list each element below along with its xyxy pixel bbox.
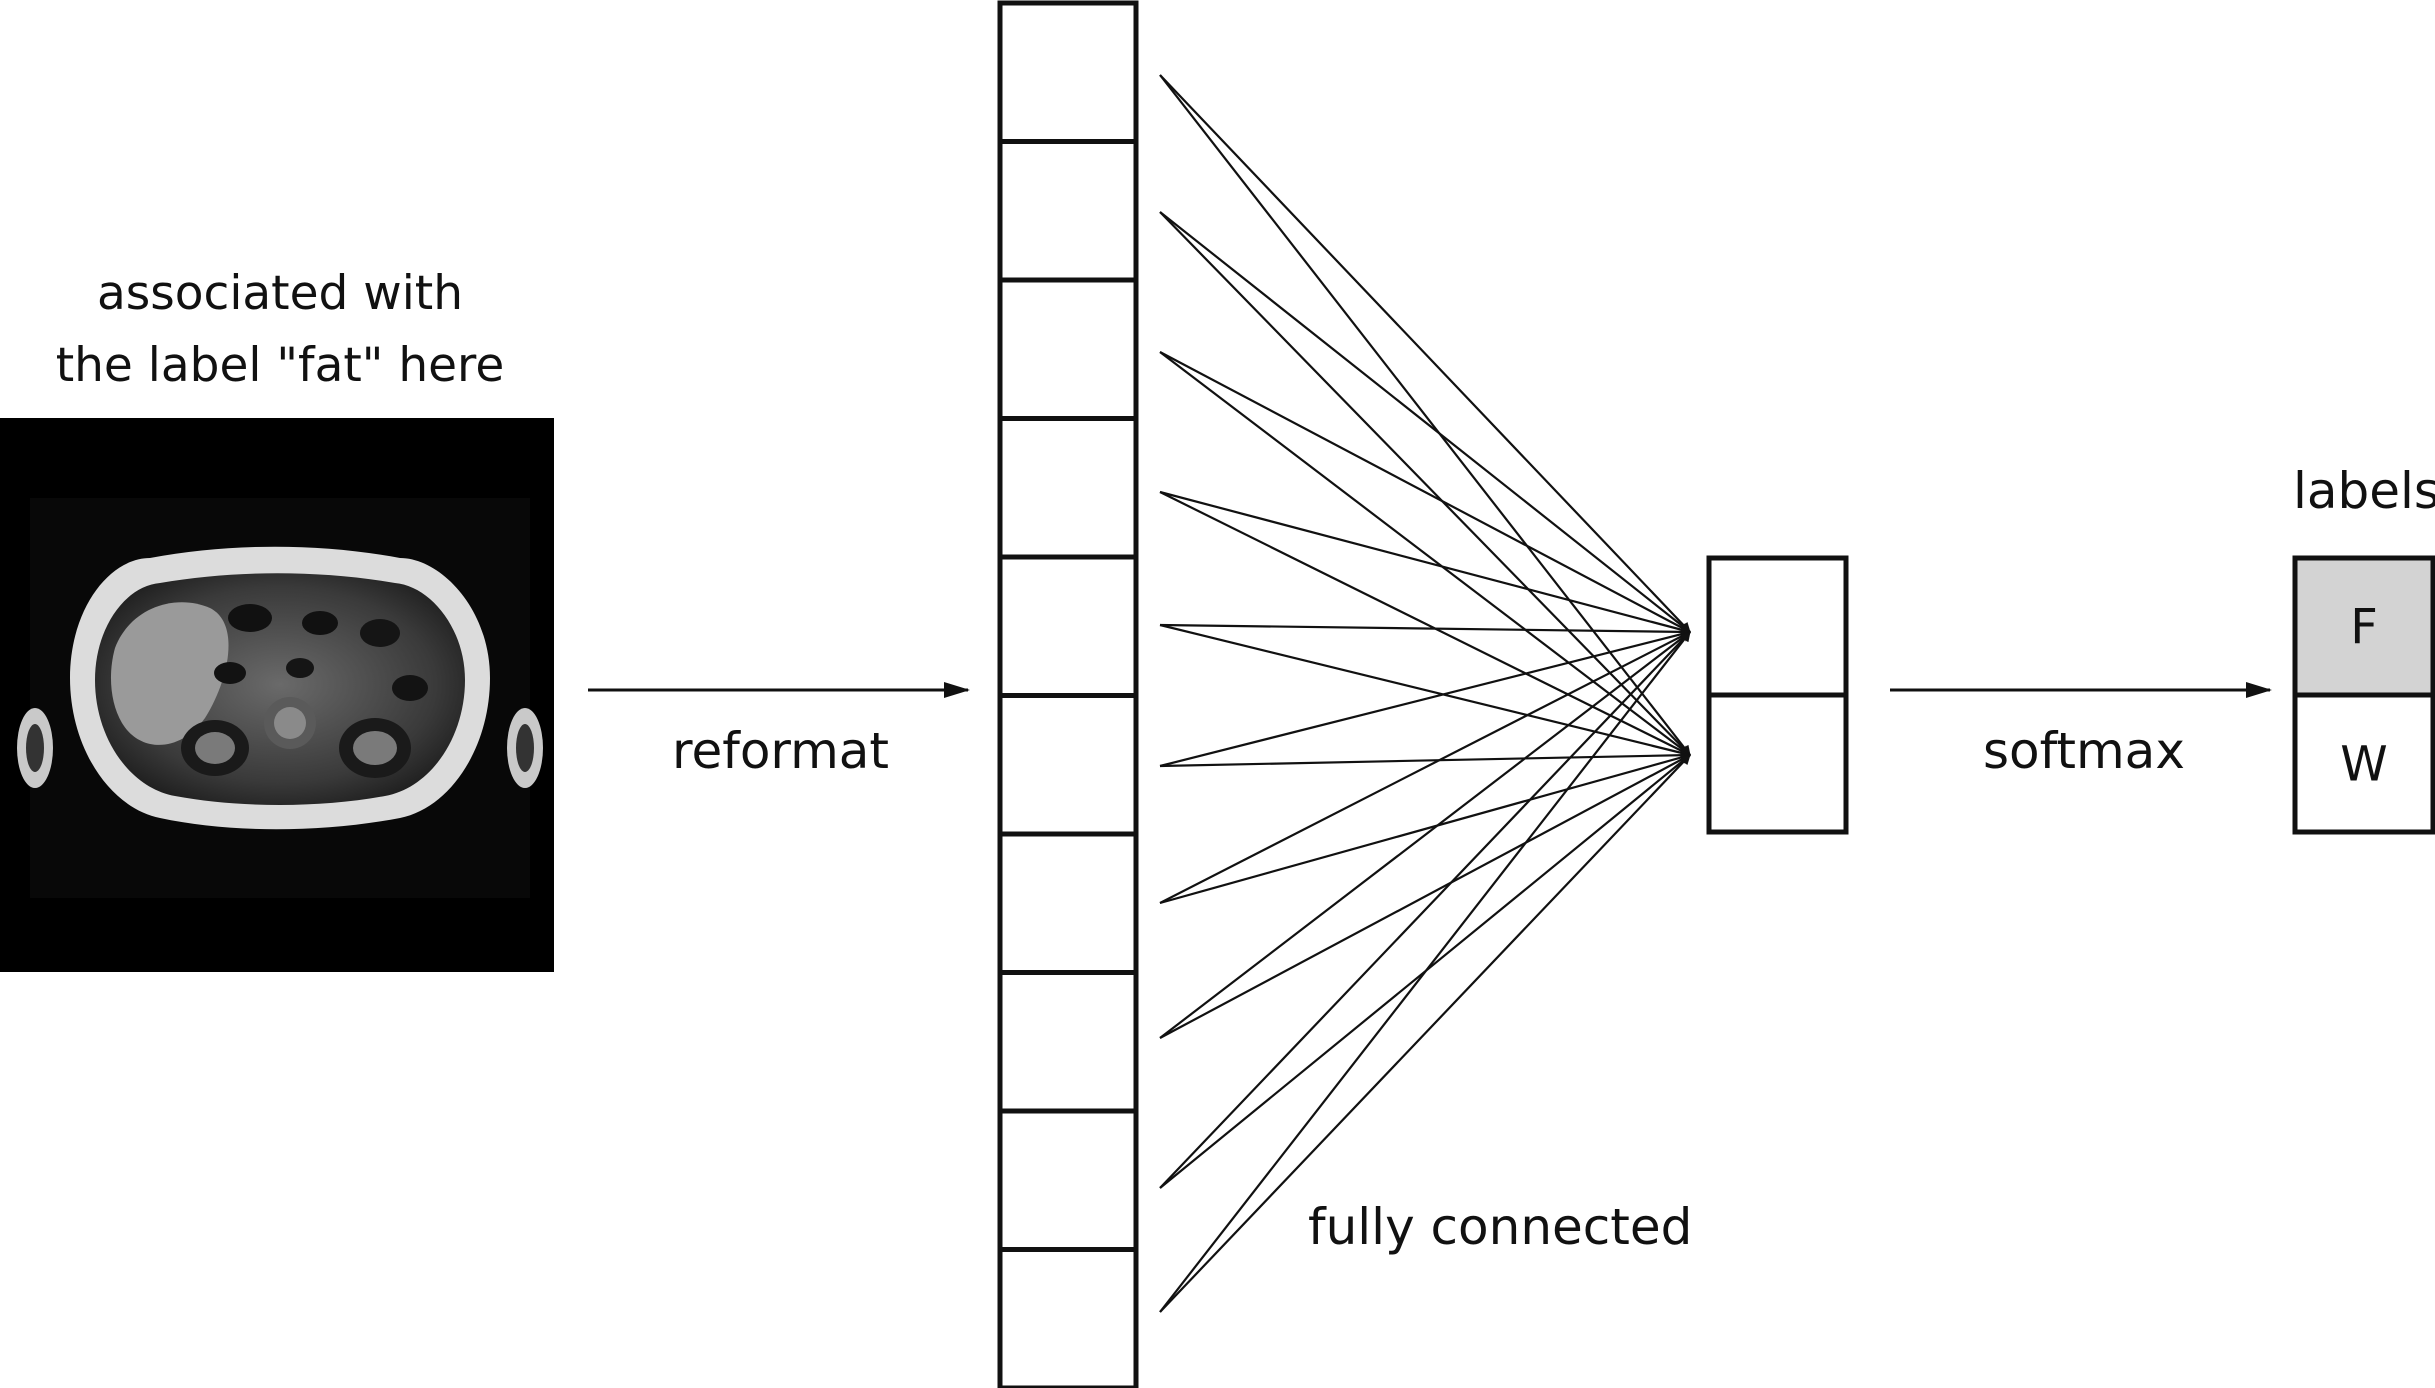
vector-cell-4	[997, 416, 1139, 560]
fc-edge-4-1	[1159, 490, 1691, 635]
fc-edge-10-1	[1159, 631, 1691, 1313]
fc-edge-4-2	[1159, 491, 1691, 756]
fc-edge-7-2	[1159, 752, 1691, 905]
output-labels-box: FW	[2292, 555, 2435, 835]
labels-title: labels	[2293, 462, 2435, 520]
fc-edge-5-1	[1159, 623, 1691, 637]
mri-scan-image	[0, 418, 554, 972]
label-text-w: W	[2340, 737, 2387, 793]
fc-edge-9-1	[1159, 631, 1691, 1189]
softmax-label: softmax	[1983, 722, 2185, 780]
fc-edge-2-1	[1159, 211, 1691, 633]
fc-edge-3-1	[1159, 351, 1691, 633]
caption-line-1: associated with	[96, 266, 464, 321]
reformat-label: reformat	[672, 722, 890, 780]
vector-cell-9	[997, 1108, 1139, 1252]
fc-edge-7-1	[1159, 631, 1691, 904]
fc-edge-8-1	[1159, 631, 1691, 1039]
fc-edge-8-2	[1159, 754, 1691, 1039]
fc-edge-10-2	[1159, 754, 1691, 1313]
label-cell-w	[2292, 692, 2435, 835]
vector-cell-1	[997, 0, 1139, 144]
fc-edge-1-1	[1159, 74, 1691, 633]
vector-cell-5	[997, 554, 1139, 698]
fc-edge-3-2	[1159, 351, 1691, 756]
fc-node-1	[1706, 555, 1849, 698]
label-text-f: F	[2350, 600, 2378, 656]
fully-connected-edges	[1159, 74, 1691, 1313]
vector-cell-3	[997, 277, 1139, 421]
fc-edge-6-1	[1159, 629, 1691, 768]
caption-line-2: the label "fat" here	[55, 338, 505, 393]
fc-edge-2-2	[1159, 211, 1691, 756]
vector-cell-7	[997, 831, 1139, 975]
fc-edge-6-2	[1159, 750, 1691, 768]
input-vector	[997, 0, 1139, 1388]
fc-node-2	[1706, 692, 1849, 835]
vector-cell-10	[997, 1247, 1139, 1388]
label-cell-f	[2292, 555, 2435, 698]
vector-cell-8	[997, 970, 1139, 1114]
fc-edge-5-2	[1159, 623, 1691, 758]
vector-cell-6	[997, 693, 1139, 837]
fc-edge-1-2	[1159, 74, 1691, 756]
vector-cell-2	[997, 139, 1139, 283]
fc-output-vector	[1706, 555, 1849, 835]
fully-connected-label: fully connected	[1308, 1198, 1693, 1256]
mri-scan-drawing	[17, 498, 543, 898]
